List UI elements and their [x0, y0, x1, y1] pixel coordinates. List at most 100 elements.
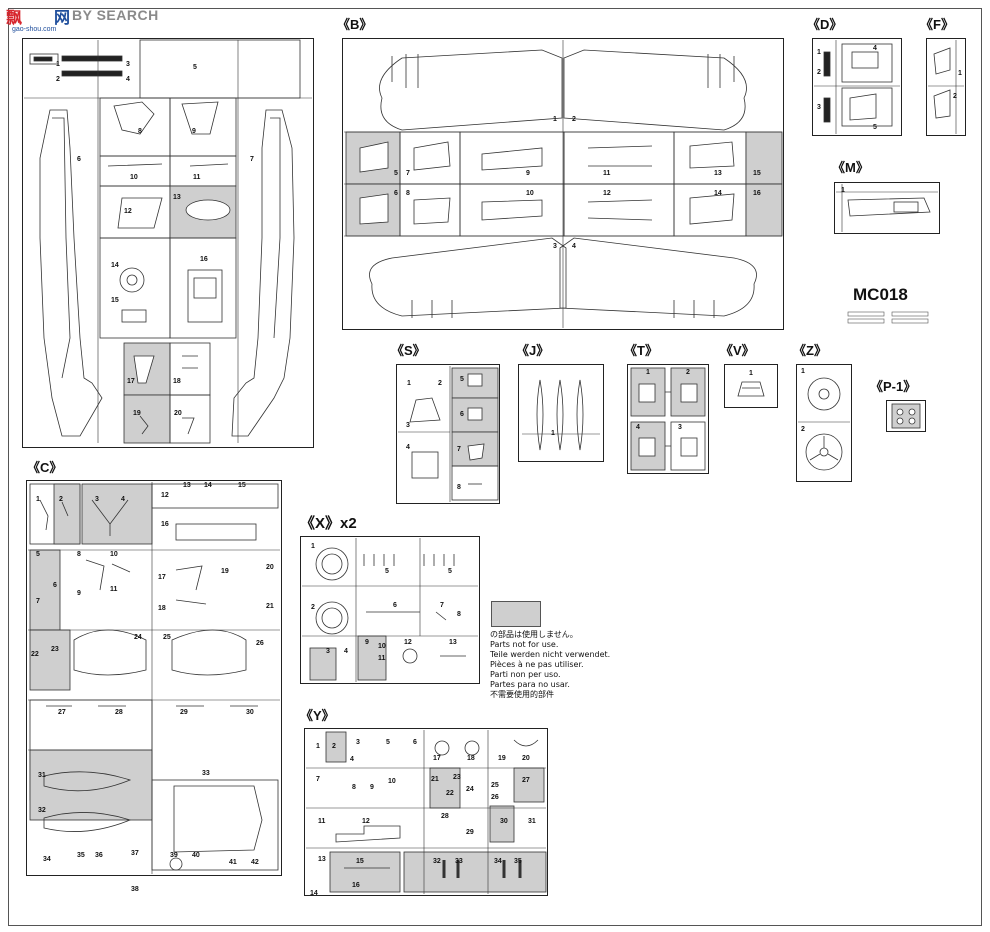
sprue-c-drawing [28, 482, 280, 874]
part-c-41: 41 [229, 859, 237, 866]
part-y-17: 17 [433, 755, 441, 762]
watermark-brand: 飘 [6, 10, 23, 27]
sprue-m-drawing [836, 184, 938, 232]
part-c-8: 8 [77, 551, 81, 558]
part-y-8: 8 [352, 784, 356, 791]
part-y-21: 21 [431, 776, 439, 783]
legend: の部品は使用しません。 Parts not for use. Teile wer… [490, 630, 610, 700]
part-y-25: 25 [491, 782, 499, 789]
part-b-9: 9 [526, 170, 530, 177]
part-c-14: 14 [204, 482, 212, 489]
sprue-b-drawing [344, 40, 783, 328]
part-s-1: 1 [407, 380, 411, 387]
sprue-f-drawing [928, 40, 964, 134]
sprue-label-s: 《S》 [391, 343, 426, 358]
part-c-38: 38 [131, 886, 139, 893]
part-t-2: 2 [686, 369, 690, 376]
part-b-7: 7 [406, 170, 410, 177]
part-s-8: 8 [457, 484, 461, 491]
sprue-d-drawing [814, 40, 900, 134]
part-y-35: 35 [514, 858, 522, 865]
part-x-10: 10 [378, 643, 386, 650]
part-y-11: 11 [318, 818, 326, 825]
part-t-4: 4 [636, 424, 640, 431]
part-x-13: 13 [449, 639, 457, 646]
part-a-19: 19 [133, 410, 141, 417]
sprue-label-z: 《Z》 [793, 343, 827, 358]
part-y-4: 4 [350, 756, 354, 763]
part-c-32: 32 [38, 807, 46, 814]
part-c-27: 27 [58, 709, 66, 716]
watermark: 飘 网 BY SEARCH gao-shou.com [4, 4, 164, 38]
part-y-19: 19 [498, 755, 506, 762]
part-y-14: 14 [310, 890, 318, 897]
part-d-3: 3 [817, 104, 821, 111]
part-a-13: 13 [173, 194, 181, 201]
part-c-15: 15 [238, 482, 246, 489]
part-b-10: 10 [526, 190, 534, 197]
part-y-26: 26 [491, 794, 499, 801]
part-x-1: 1 [311, 543, 315, 550]
part-c-23: 23 [51, 646, 59, 653]
part-c-17: 17 [158, 574, 166, 581]
part-x-5b: 5 [448, 568, 452, 575]
part-x-4: 4 [344, 648, 348, 655]
watermark-url: gao-shou.com [12, 26, 57, 33]
sprue-label-v: 《V》 [720, 343, 755, 358]
part-a-4: 4 [126, 76, 130, 83]
part-b-14: 14 [714, 190, 722, 197]
part-y-3: 3 [356, 739, 360, 746]
part-c-39: 39 [170, 852, 178, 859]
sprue-t-drawing [630, 367, 706, 471]
part-c-36: 36 [95, 852, 103, 859]
part-y-1: 1 [316, 743, 320, 750]
sprue-x-drawing [302, 538, 478, 682]
part-c-1: 1 [36, 496, 40, 503]
part-y-15: 15 [356, 858, 364, 865]
part-y-34: 34 [494, 858, 502, 865]
part-b-1: 1 [553, 116, 557, 123]
part-z-1: 1 [801, 368, 805, 375]
part-s-7: 7 [457, 446, 461, 453]
part-s-5: 5 [460, 376, 464, 383]
part-x-11: 11 [378, 655, 386, 662]
part-x-5a: 5 [385, 568, 389, 575]
part-c-9: 9 [77, 590, 81, 597]
part-x-2: 2 [311, 604, 315, 611]
part-c-37: 37 [131, 850, 139, 857]
part-c-33: 33 [202, 770, 210, 777]
part-c-13: 13 [183, 482, 191, 489]
part-y-16: 16 [352, 882, 360, 889]
legend-line-zh: 不需要使用的部件 [490, 690, 554, 699]
legend-swatch [491, 601, 541, 627]
sprue-z-frame [796, 364, 852, 482]
product-code-parts [847, 311, 929, 324]
part-a-8: 8 [138, 128, 142, 135]
part-y-24: 24 [466, 786, 474, 793]
part-y-31: 31 [528, 818, 536, 825]
part-y-23: 23 [453, 774, 461, 781]
part-c-29: 29 [180, 709, 188, 716]
part-c-5: 5 [36, 551, 40, 558]
watermark-search: BY SEARCH [72, 7, 159, 23]
part-c-35: 35 [77, 852, 85, 859]
part-a-1: 1 [56, 61, 60, 68]
sprue-a-drawing [24, 39, 312, 444]
part-b-5: 5 [394, 170, 398, 177]
part-c-40: 40 [192, 852, 200, 859]
part-b-12: 12 [603, 190, 611, 197]
part-c-42: 42 [251, 859, 259, 866]
part-b-11: 11 [603, 170, 611, 177]
part-a-11: 11 [193, 174, 201, 181]
part-c-12: 12 [161, 492, 169, 499]
part-y-6: 6 [413, 739, 417, 746]
part-x-3: 3 [326, 648, 330, 655]
part-m-1: 1 [841, 187, 845, 194]
part-a-3: 3 [126, 61, 130, 68]
part-y-33: 33 [455, 858, 463, 865]
part-x-7: 7 [440, 602, 444, 609]
watermark-brand-rest: 网 [54, 10, 71, 27]
part-a-18: 18 [173, 378, 181, 385]
part-a-20: 20 [174, 410, 182, 417]
part-c-2: 2 [59, 496, 63, 503]
